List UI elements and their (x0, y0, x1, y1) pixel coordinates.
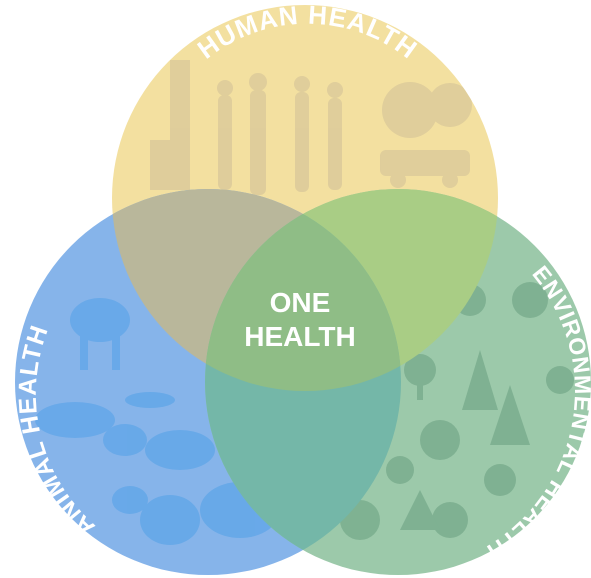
center-label-line2: HEALTH (244, 321, 355, 352)
tree-silhouettes-decoration (340, 282, 574, 540)
center-label-line1: ONE (270, 287, 331, 318)
human-silhouettes-decoration (150, 60, 472, 195)
